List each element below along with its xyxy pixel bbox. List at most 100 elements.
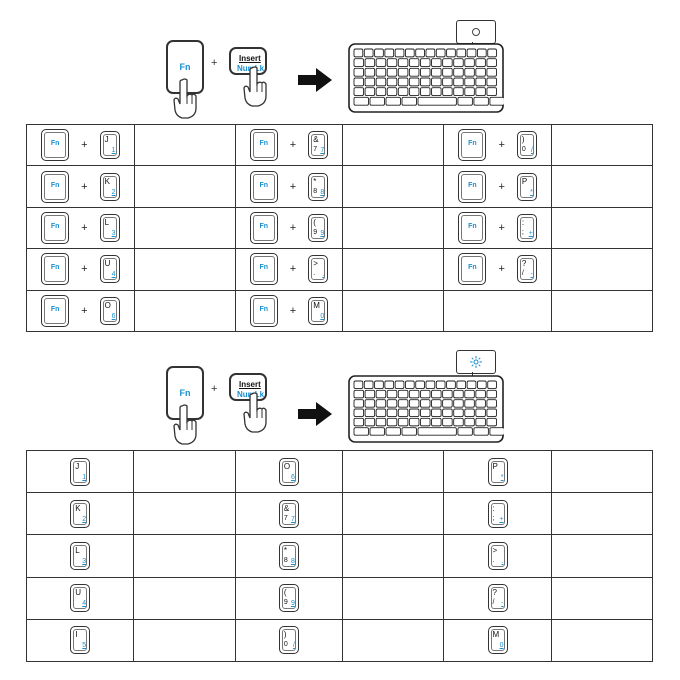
key-main-legend: I (75, 630, 78, 640)
result-cell (342, 248, 445, 291)
fn-key-label: Fn (259, 140, 269, 148)
key-cell: )0/ (234, 618, 344, 663)
fn-keycap: Fn (458, 170, 487, 203)
key-sub-legend: / (492, 599, 495, 607)
key-sub-legend: 9 (283, 599, 288, 607)
key-main-legend: J (104, 135, 109, 145)
result-cell (551, 123, 653, 167)
fn-keycap: Fn (41, 253, 70, 286)
key-numpad-legend: - (501, 600, 504, 608)
key-main-legend: ( (283, 588, 287, 598)
key-numpad-legend: 1 (82, 473, 87, 481)
keycap: ?/- (487, 584, 508, 613)
key-sub-legend: . (313, 270, 316, 278)
key-numpad-legend: * (500, 473, 504, 481)
result-cell (551, 248, 653, 291)
fn-keycap: Fn (249, 211, 278, 244)
key-cell: P* (443, 449, 552, 494)
key-numpad-legend: - (530, 271, 533, 279)
key-numpad-legend: + (528, 229, 533, 237)
fn-keycap: Fn (249, 253, 278, 286)
key-cell: :;+ (443, 492, 552, 536)
result-cell (133, 206, 236, 250)
key-main-legend: > (313, 259, 318, 269)
callout-pointer (472, 372, 473, 378)
key-combo-cell: Fn+?/- (443, 248, 553, 291)
pointing-hand-icon (173, 404, 197, 445)
insert-label: Insert (239, 54, 261, 63)
plus-sign: + (81, 304, 88, 317)
fn-keycap: Fn (41, 294, 70, 327)
key-cell: ?/- (443, 576, 552, 620)
plus-sign: + (211, 383, 218, 395)
plus-sign: + (289, 221, 297, 234)
result-cell (550, 618, 654, 663)
key-sub-legend: ; (521, 228, 524, 236)
key-numpad-legend: / (292, 642, 295, 650)
key-sub-legend: 0 (521, 146, 526, 154)
right-arrow-icon (298, 68, 332, 92)
key-numpad-legend: 2 (111, 188, 116, 196)
key-numpad-legend: 3 (82, 557, 87, 565)
result-cell (133, 289, 236, 333)
fn-key-label: Fn (50, 222, 60, 230)
insert-label: Insert (239, 380, 261, 389)
fn-key-label: Fn (468, 222, 477, 230)
fn-keycap: Fn (458, 129, 487, 162)
key-sub-legend: 7 (313, 146, 318, 154)
key-sub-legend: 8 (313, 187, 318, 195)
key-main-legend: P (521, 176, 528, 186)
fn-key-label: Fn (468, 181, 477, 189)
key-numpad-legend: 7 (290, 515, 295, 523)
indicator-callout (456, 20, 496, 44)
section2-illustration: Fn + Insert NumLk (160, 346, 520, 446)
keycap: :;+ (516, 213, 537, 242)
result-cell (342, 289, 445, 333)
plus-sign: + (81, 180, 88, 193)
section1-illustration: Fn + Insert NumLk (160, 20, 520, 120)
fn-keycap: Fn (41, 129, 70, 162)
key-sub-legend: . (492, 556, 495, 564)
key-sub-legend: 0 (283, 641, 288, 649)
key-sub-legend: 8 (283, 556, 288, 564)
keycap: ?/- (516, 255, 537, 284)
key-numpad-legend: / (530, 147, 533, 155)
result-cell (133, 576, 236, 620)
fn-keycap: Fn (41, 211, 70, 244)
key-main-legend: U (104, 259, 111, 269)
key-main-legend: * (283, 545, 287, 555)
result-cell (551, 206, 653, 250)
key-numpad-legend: . (322, 271, 325, 279)
key-main-legend: ? (492, 588, 497, 598)
plus-sign: + (289, 263, 297, 276)
key-numpad-legend: 9 (290, 600, 295, 608)
pointing-hand-icon (243, 66, 267, 107)
fn-key-label: Fn (179, 62, 191, 72)
key-cell: >.. (443, 534, 552, 578)
fn-key-label: Fn (179, 388, 191, 398)
sun-indicator-icon (470, 356, 482, 368)
key-main-legend: U (75, 588, 81, 598)
key-sub-legend: 9 (313, 228, 318, 236)
fn-keycap: Fn (458, 211, 487, 244)
